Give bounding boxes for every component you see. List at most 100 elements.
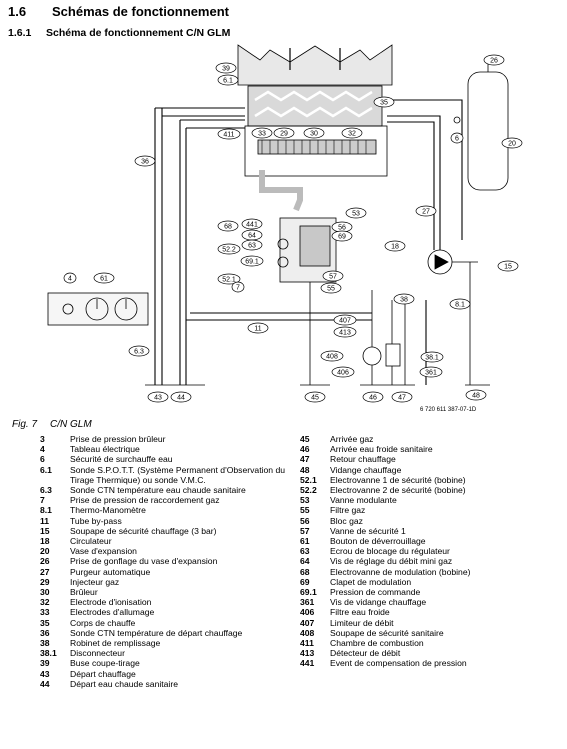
legend-description: Arrivée gaz bbox=[330, 434, 374, 444]
legend-description: Chambre de combustion bbox=[330, 638, 424, 649]
callout: 18 bbox=[384, 240, 406, 252]
svg-text:7: 7 bbox=[236, 285, 240, 292]
legend-description: Sonde S.P.O.T.T. (Système Permanent d'Ob… bbox=[70, 464, 286, 485]
svg-text:57: 57 bbox=[329, 274, 337, 281]
callout: 15 bbox=[497, 260, 519, 272]
legend-description: Corps de chauffe bbox=[70, 617, 136, 628]
svg-text:20: 20 bbox=[508, 141, 516, 148]
legend-key: 52.2 bbox=[300, 485, 317, 496]
legend-description: Retour chauffage bbox=[330, 454, 396, 465]
legend-key: 56 bbox=[300, 515, 310, 526]
legend-key: 406 bbox=[300, 607, 315, 618]
legend-description: Clapet de modulation bbox=[330, 576, 412, 587]
legend-key: 47 bbox=[300, 454, 310, 465]
legend-key: 11 bbox=[40, 515, 50, 526]
svg-text:69.1: 69.1 bbox=[245, 259, 259, 266]
legend-key: 44 bbox=[40, 678, 50, 689]
callout: 63 bbox=[241, 239, 263, 251]
legend-description: Sonde CTN température eau chaude sanitai… bbox=[70, 485, 246, 496]
legend-description: Tableau électrique bbox=[70, 444, 140, 455]
legend-key: 57 bbox=[300, 525, 310, 536]
callout: 32 bbox=[341, 127, 363, 139]
svg-text:38: 38 bbox=[400, 297, 408, 304]
section-heading: 1.6 Schémas de fonctionnement bbox=[8, 4, 229, 19]
svg-text:43: 43 bbox=[154, 395, 162, 402]
legend-description: Bloc gaz bbox=[330, 515, 363, 526]
legend-key: 15 bbox=[40, 525, 50, 536]
svg-text:46: 46 bbox=[369, 395, 377, 402]
callout: 56 bbox=[331, 221, 353, 233]
callout: 4 bbox=[63, 272, 77, 284]
legend-key: 39 bbox=[40, 658, 50, 669]
svg-text:56: 56 bbox=[338, 225, 346, 232]
callout: 38 bbox=[393, 293, 415, 305]
svg-text:408: 408 bbox=[326, 354, 338, 361]
legend-description: Buse coupe-tirage bbox=[70, 658, 140, 669]
figure-label: Fig. 7 bbox=[12, 419, 38, 430]
legend-key: 20 bbox=[40, 546, 50, 557]
callout: 413 bbox=[333, 326, 357, 338]
callout: 38.1 bbox=[420, 351, 444, 363]
legend-description: Vase d'expansion bbox=[70, 546, 137, 557]
legend-key: 36 bbox=[40, 627, 50, 638]
legend-key: 64 bbox=[300, 556, 310, 567]
svg-text:52.2: 52.2 bbox=[222, 247, 236, 254]
svg-text:35: 35 bbox=[380, 100, 388, 107]
svg-text:69: 69 bbox=[338, 234, 346, 241]
legend-description: Electrovanne 1 de sécurité (bobine) bbox=[330, 474, 466, 485]
legend-key: 8.1 bbox=[40, 505, 52, 516]
callout: 64 bbox=[241, 229, 263, 241]
legend-key: 53 bbox=[300, 495, 310, 506]
section-title: Schémas de fonctionnement bbox=[52, 4, 229, 19]
legend-key: 69.1 bbox=[300, 587, 317, 598]
svg-text:33: 33 bbox=[258, 131, 266, 138]
boiler-schematic: 39 6.1 35 26 411 33 29 30 32 36 6 20 53 … bbox=[47, 44, 523, 403]
legend-key: 3 bbox=[40, 434, 45, 444]
svg-text:47: 47 bbox=[398, 395, 406, 402]
legend-description: Vanne de sécurité 1 bbox=[330, 525, 406, 536]
legend-description: Détecteur de débit bbox=[330, 648, 401, 659]
legend-key: 35 bbox=[40, 617, 50, 628]
legend-description: Pression de commande bbox=[330, 587, 421, 598]
legend-row: 20 Vase d'expansion bbox=[40, 546, 295, 556]
svg-text:52.1: 52.1 bbox=[222, 277, 236, 284]
callout: 39 bbox=[215, 62, 237, 74]
section-number: 1.6 bbox=[8, 4, 27, 19]
legend-key: 18 bbox=[40, 536, 50, 547]
svg-text:55: 55 bbox=[327, 286, 335, 293]
svg-text:64: 64 bbox=[248, 233, 256, 240]
svg-text:53: 53 bbox=[352, 211, 360, 218]
callout: 30 bbox=[303, 127, 325, 139]
callout: 406 bbox=[331, 366, 355, 378]
svg-text:30: 30 bbox=[310, 131, 318, 138]
callout: 44 bbox=[170, 391, 192, 403]
legend-key: 38.1 bbox=[40, 648, 57, 659]
legend-description: Injecteur gaz bbox=[70, 576, 120, 587]
svg-text:441: 441 bbox=[246, 222, 258, 229]
legend-key: 408 bbox=[300, 627, 315, 638]
svg-text:8.1: 8.1 bbox=[455, 302, 465, 309]
callout: 407 bbox=[333, 314, 357, 326]
legend-description: Prise de pression de raccordement gaz bbox=[70, 495, 220, 506]
callout: 36 bbox=[134, 155, 156, 167]
svg-text:68: 68 bbox=[224, 224, 232, 231]
svg-text:411: 411 bbox=[223, 132, 234, 139]
callout: 47 bbox=[391, 391, 413, 403]
